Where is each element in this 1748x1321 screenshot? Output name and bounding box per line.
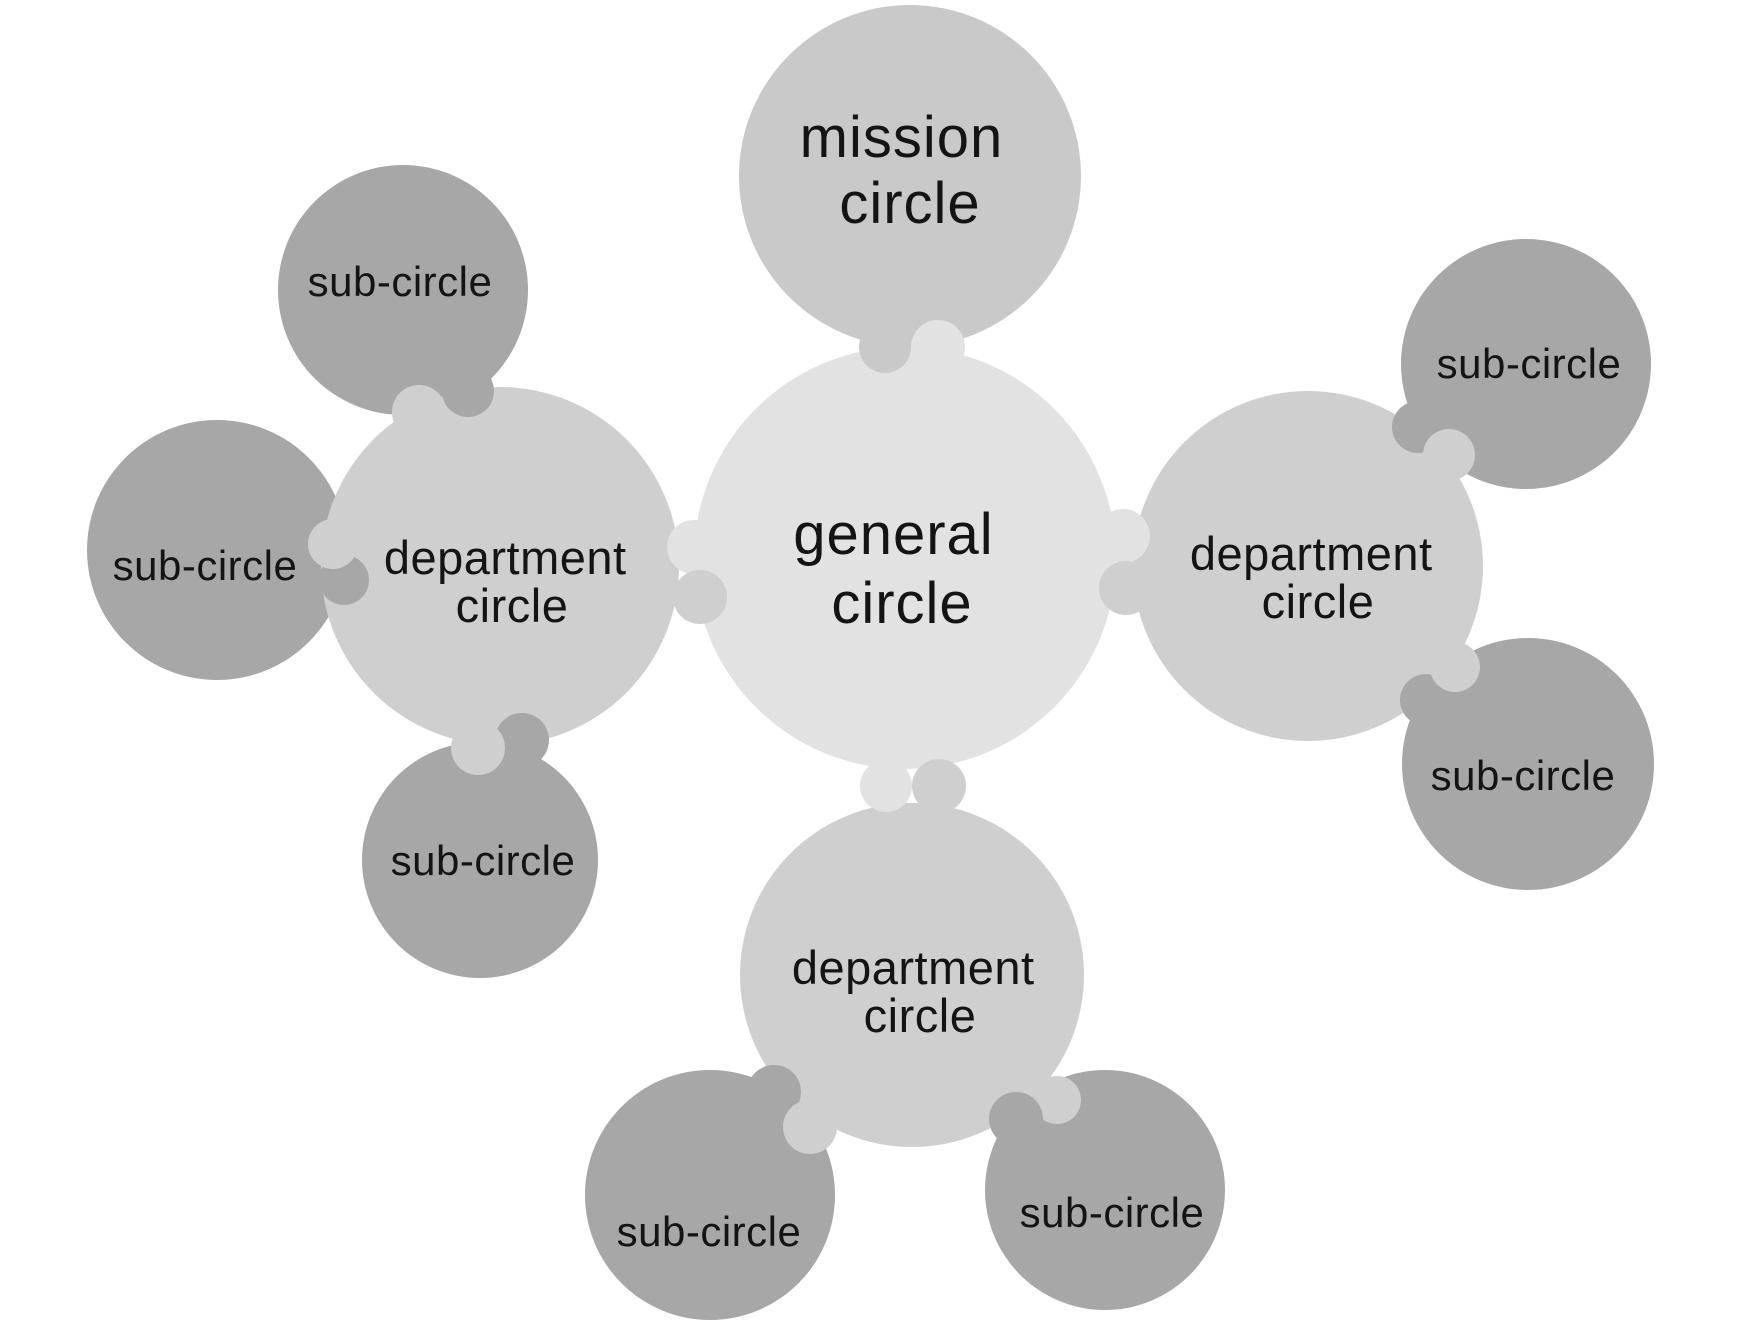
link-general-department-right bbox=[1096, 509, 1153, 615]
department-circle-bottom bbox=[740, 803, 1084, 1147]
link-nub-general bbox=[1096, 509, 1150, 563]
department-circle-bottom-label: department circle bbox=[792, 941, 1048, 1042]
link-nub-sub bbox=[989, 1092, 1043, 1146]
department-circle-right bbox=[1133, 391, 1483, 741]
sub-circle-bottom-1-label: sub-circle bbox=[617, 1208, 802, 1255]
department-circle-left bbox=[321, 387, 679, 745]
link-nub-department bbox=[912, 759, 966, 813]
link-nub-department bbox=[392, 385, 446, 439]
link-general-mission bbox=[859, 320, 965, 374]
department-circle-right-label: department circle bbox=[1190, 527, 1446, 628]
link-nub-department bbox=[308, 519, 358, 569]
mission-circle-label: mission circle bbox=[800, 105, 1021, 236]
link-nub-department bbox=[1099, 561, 1153, 615]
sub-circle-bottom-1 bbox=[585, 1070, 835, 1320]
link-nub-department bbox=[1430, 642, 1480, 692]
link-nub-department bbox=[1423, 429, 1475, 481]
sub-circle-right-bottom-label: sub-circle bbox=[1431, 752, 1616, 799]
link-nub-mission bbox=[859, 321, 911, 373]
sub-circle-bottom-left bbox=[362, 742, 598, 978]
sub-circle-right-bottom bbox=[1402, 638, 1654, 890]
link-nub-department bbox=[1033, 1076, 1081, 1124]
link-nub-general bbox=[860, 760, 912, 812]
link-nub-sub bbox=[747, 1065, 801, 1119]
sub-circle-left bbox=[87, 420, 347, 680]
link-department-left-sub-top-left bbox=[392, 365, 494, 439]
link-department-bottom-sub-bottom-2 bbox=[989, 1076, 1081, 1146]
link-department-right-sub-right-bottom bbox=[1400, 642, 1480, 726]
link-nub-sub bbox=[495, 713, 549, 767]
link-nub-general bbox=[667, 520, 721, 574]
link-nub-department bbox=[451, 721, 505, 775]
link-department-left-sub-left bbox=[308, 519, 369, 605]
sub-circle-bottom-2-label: sub-circle bbox=[1020, 1189, 1205, 1236]
link-general-department-left bbox=[667, 520, 727, 624]
link-nub-department bbox=[673, 570, 727, 624]
sub-circle-bottom-2 bbox=[985, 1070, 1225, 1310]
link-nub-general bbox=[911, 320, 965, 374]
sub-circle-bottom-left-label: sub-circle bbox=[391, 837, 576, 884]
sub-circle-top-left-label: sub-circle bbox=[308, 258, 493, 305]
link-department-bottom-sub-bottom-1 bbox=[747, 1065, 837, 1154]
general-circle bbox=[694, 347, 1116, 769]
link-nub-sub bbox=[1400, 674, 1452, 726]
sub-circle-top-left bbox=[278, 165, 528, 415]
link-general-department-bottom bbox=[860, 759, 966, 813]
general-circle-label: general circle bbox=[793, 502, 1011, 636]
link-nub-sub bbox=[442, 365, 494, 417]
sub-circle-left-label: sub-circle bbox=[113, 542, 298, 589]
link-nub-department bbox=[783, 1100, 837, 1154]
mission-circle bbox=[739, 5, 1081, 347]
department-circle-left-label: department circle bbox=[384, 531, 640, 632]
link-department-left-sub-bottom-left bbox=[451, 713, 549, 775]
sub-circle-right-top bbox=[1401, 239, 1651, 489]
sub-circle-right-top-label: sub-circle bbox=[1437, 340, 1622, 387]
link-department-right-sub-right-top bbox=[1392, 401, 1475, 481]
